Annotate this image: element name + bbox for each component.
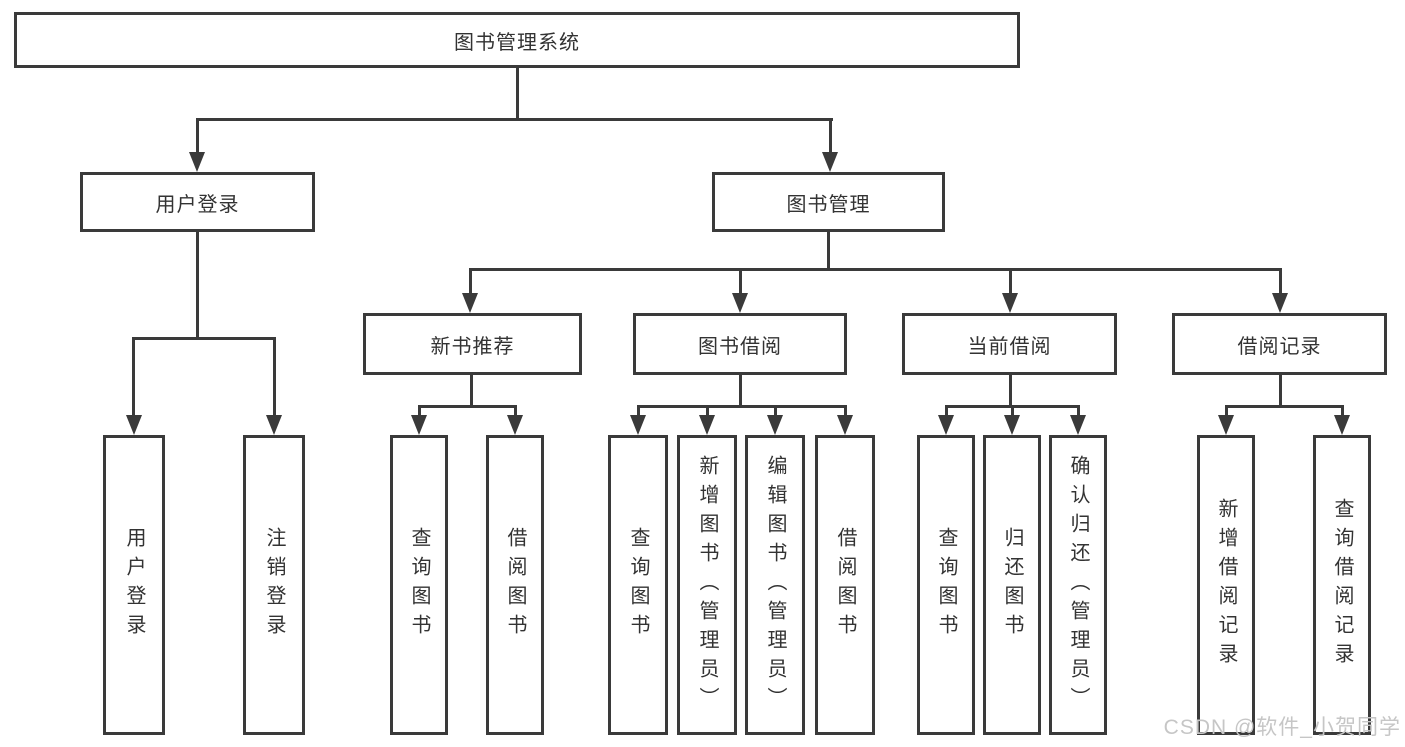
leaf-logout: 注销登录 [243, 435, 305, 735]
leaf-query-book-recommend-label: 查询图书 [408, 527, 430, 643]
leaf-query-book-recommend: 查询图书 [390, 435, 448, 735]
node-new-book-recommend: 新书推荐 [363, 313, 582, 375]
connector-leaf-stem [774, 405, 777, 421]
arrow-down-icon [266, 415, 282, 435]
connector-book-borrow-stem [739, 375, 742, 407]
arrow-down-icon [462, 293, 478, 313]
arrow-down-icon [837, 415, 853, 435]
connector-level3-stem [739, 268, 742, 298]
arrow-down-icon [189, 152, 205, 172]
node-borrow-record-label: 借阅记录 [1237, 335, 1322, 358]
connector-borrow-record-rail [1225, 405, 1344, 408]
arrow-down-icon [732, 293, 748, 313]
connector-current-borrow-stem [1009, 375, 1012, 407]
leaf-logout-label: 注销登录 [263, 527, 285, 643]
node-root-label: 图书管理系统 [454, 31, 580, 54]
arrow-down-icon [1334, 415, 1350, 435]
node-book-borrow-label: 图书借阅 [698, 335, 782, 358]
leaf-add-book-admin-label: 新增图书（管理员） [696, 454, 718, 716]
leaf-confirm-return-admin: 确认归还（管理员） [1049, 435, 1107, 735]
arrow-down-icon [938, 415, 954, 435]
leaf-query-book-label: 查询图书 [627, 527, 649, 643]
connector-new-book-stem [470, 375, 473, 407]
connector-leaf-stem [514, 405, 517, 421]
connector-root-rail [196, 118, 833, 121]
leaf-user-login: 用户登录 [103, 435, 165, 735]
arrow-down-icon [1002, 293, 1018, 313]
leaf-add-borrow-record: 新增借阅记录 [1197, 435, 1255, 735]
watermark-text: CSDN @软件_小贺同学 [1163, 716, 1401, 739]
leaf-user-login-label: 用户登录 [123, 527, 145, 643]
leaf-borrow-book: 借阅图书 [815, 435, 875, 735]
node-book-management: 图书管理 [712, 172, 945, 232]
connector-to-book-mgmt [829, 118, 832, 158]
connector-book-borrow-rail [637, 405, 846, 408]
connector-leaf-stem [132, 337, 135, 419]
connector-leaf-stem [1077, 405, 1080, 421]
connector-leaf-stem [637, 405, 640, 421]
connector-root-stem [516, 68, 519, 119]
connector-leaf-stem [273, 337, 276, 419]
leaf-query-borrow-record-label: 查询借阅记录 [1331, 498, 1353, 672]
arrow-down-icon [630, 415, 646, 435]
node-borrow-record: 借阅记录 [1172, 313, 1387, 375]
leaf-confirm-return-admin-label: 确认归还（管理员） [1067, 454, 1089, 716]
leaf-borrow-book-recommend: 借阅图书 [486, 435, 544, 735]
connector-book-mgmt-stem [827, 232, 830, 271]
leaf-borrow-book-recommend-label: 借阅图书 [504, 527, 526, 643]
node-current-borrow-label: 当前借阅 [967, 335, 1052, 358]
connector-user-login-rail [133, 337, 276, 340]
arrow-down-icon [1070, 415, 1086, 435]
leaf-query-current: 查询图书 [917, 435, 975, 735]
connector-book-mgmt-rail [470, 268, 1281, 271]
arrow-down-icon [1218, 415, 1234, 435]
connector-leaf-stem [945, 405, 948, 421]
connector-to-user-login [196, 118, 199, 158]
node-new-book-recommend-label: 新书推荐 [430, 335, 515, 358]
leaf-edit-book-admin-label: 编辑图书（管理员） [764, 454, 786, 716]
arrow-down-icon [767, 415, 783, 435]
leaf-add-book-admin: 新增图书（管理员） [677, 435, 737, 735]
arrow-down-icon [1004, 415, 1020, 435]
leaf-query-current-label: 查询图书 [935, 527, 957, 643]
connector-level3-stem [1279, 268, 1282, 298]
leaf-return-book-label: 归还图书 [1001, 527, 1023, 643]
connector-new-book-rail [418, 405, 517, 408]
connector-leaf-stem [1225, 405, 1228, 421]
connector-borrow-record-stem [1279, 375, 1282, 407]
arrow-down-icon [411, 415, 427, 435]
leaf-return-book: 归还图书 [983, 435, 1041, 735]
connector-leaf-stem [1341, 405, 1344, 421]
connector-level3-stem [1009, 268, 1012, 298]
node-root: 图书管理系统 [14, 12, 1020, 68]
node-book-management-label: 图书管理 [786, 193, 871, 216]
connector-level3-stem [469, 268, 472, 298]
leaf-query-book: 查询图书 [608, 435, 668, 735]
arrow-down-icon [126, 415, 142, 435]
leaf-borrow-book-label: 借阅图书 [834, 527, 856, 643]
arrow-down-icon [822, 152, 838, 172]
connector-user-login-stem [196, 232, 199, 339]
connector-leaf-stem [844, 405, 847, 421]
leaf-query-borrow-record: 查询借阅记录 [1313, 435, 1371, 735]
leaf-edit-book-admin: 编辑图书（管理员） [745, 435, 805, 735]
connector-leaf-stem [1011, 405, 1014, 421]
arrow-down-icon [507, 415, 523, 435]
node-current-borrow: 当前借阅 [902, 313, 1117, 375]
node-user-login: 用户登录 [80, 172, 315, 232]
connector-leaf-stem [418, 405, 421, 421]
connector-leaf-stem [706, 405, 709, 421]
arrow-down-icon [699, 415, 715, 435]
arrow-down-icon [1272, 293, 1288, 313]
node-book-borrow: 图书借阅 [633, 313, 847, 375]
leaf-add-borrow-record-label: 新增借阅记录 [1215, 498, 1237, 672]
node-user-login-label: 用户登录 [155, 193, 240, 216]
